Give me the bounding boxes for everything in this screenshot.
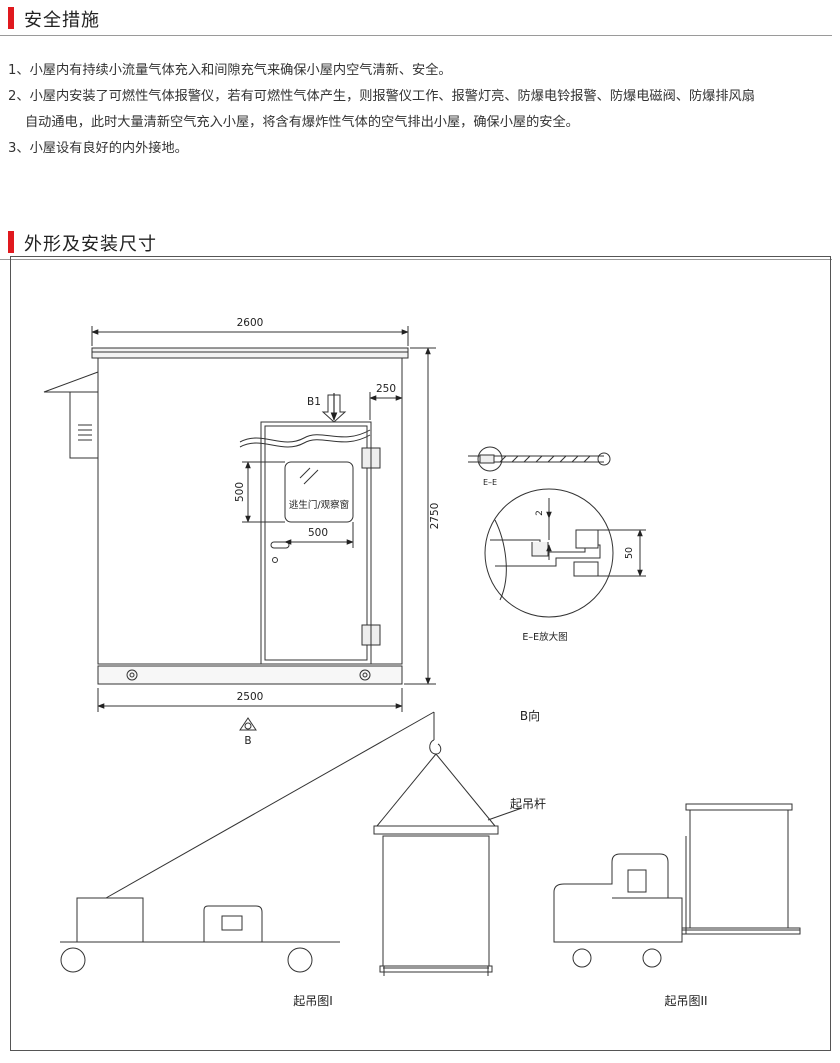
b-view-label: B向 xyxy=(520,708,540,723)
view-b-label: B xyxy=(244,735,251,747)
window-label: 逃生门/观察窗 xyxy=(289,499,349,511)
section-accent-bar xyxy=(8,7,14,29)
dim-width-top: 2600 xyxy=(237,317,264,329)
house-front-view xyxy=(43,347,409,685)
dim-window-width: 500 xyxy=(308,527,328,539)
drawing-frame xyxy=(10,256,831,1051)
section-header-dimensions: 外形及安装尺寸 xyxy=(0,228,840,260)
ee-label: E–E xyxy=(483,478,497,487)
lift-bar-label: 起吊杆 xyxy=(510,797,546,811)
list-item: 3、小屋设有良好的内外接地。 xyxy=(8,141,188,156)
ee-detail-label: E–E放大图 xyxy=(522,631,567,643)
dim-250: 250 xyxy=(376,383,396,395)
dim-height: 2750 xyxy=(429,503,441,530)
safety-list: 1、小屋内有持续小流量气体充入和间隙充气来确保小屋内空气清新、安全。 2、小屋内… xyxy=(8,58,832,162)
list-item-continuation: 自动通电，此时大量清新空气充入小屋，将含有爆炸性气体的空气排出小屋，确保小屋的安… xyxy=(25,115,579,130)
section-accent-bar xyxy=(8,231,14,253)
ee-enlarged-detail xyxy=(484,488,646,618)
dim-50: 50 xyxy=(624,547,635,559)
lift-figure-2-caption: 起吊图II xyxy=(664,994,707,1008)
dim-2: 2 xyxy=(535,510,545,516)
dim-window-height: 500 xyxy=(234,482,246,502)
dimension-lines xyxy=(91,326,436,731)
list-item: 1、小屋内有持续小流量气体充入和间隙充气来确保小屋内空气清新、安全。 xyxy=(8,63,452,78)
lift-figure-1 xyxy=(60,711,523,976)
dim-width-bottom: 2500 xyxy=(237,691,264,703)
view-b1-label: B1 xyxy=(307,396,321,408)
ee-section xyxy=(468,446,611,472)
lift-figure-1-caption: 起吊图I xyxy=(293,994,333,1008)
section-header-safety: 安全措施 xyxy=(0,4,840,36)
lift-figure-2 xyxy=(553,803,801,968)
list-item: 2、小屋内安装了可燃性气体报警仪，若有可燃性气体产生，则报警仪工作、报警灯亮、防… xyxy=(8,89,755,104)
section-title: 安全措施 xyxy=(24,10,100,31)
section-divider xyxy=(0,35,832,36)
section-divider xyxy=(0,259,832,260)
section-title: 外形及安装尺寸 xyxy=(24,234,157,255)
